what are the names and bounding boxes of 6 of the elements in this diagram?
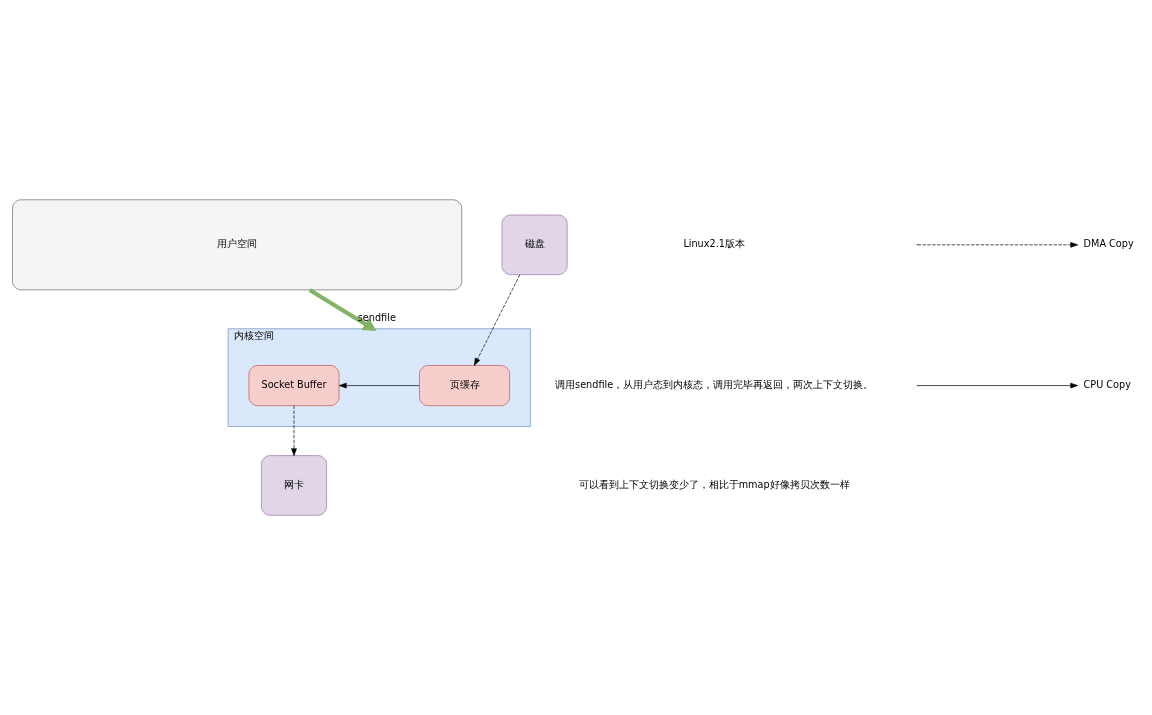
edge-label: sendfile (357, 311, 396, 323)
label: 可以看到上下文切换变少了，相比于mmap好像拷贝次数一样 (578, 478, 850, 490)
label: 调用sendfile，从用户态到内核态，调用完毕再返回，两次上下文切换。 (555, 379, 874, 391)
legend-label: DMA Copy (1083, 238, 1134, 250)
label: Linux2.1版本 (683, 238, 745, 250)
legend-label: CPU Copy (1083, 379, 1131, 391)
